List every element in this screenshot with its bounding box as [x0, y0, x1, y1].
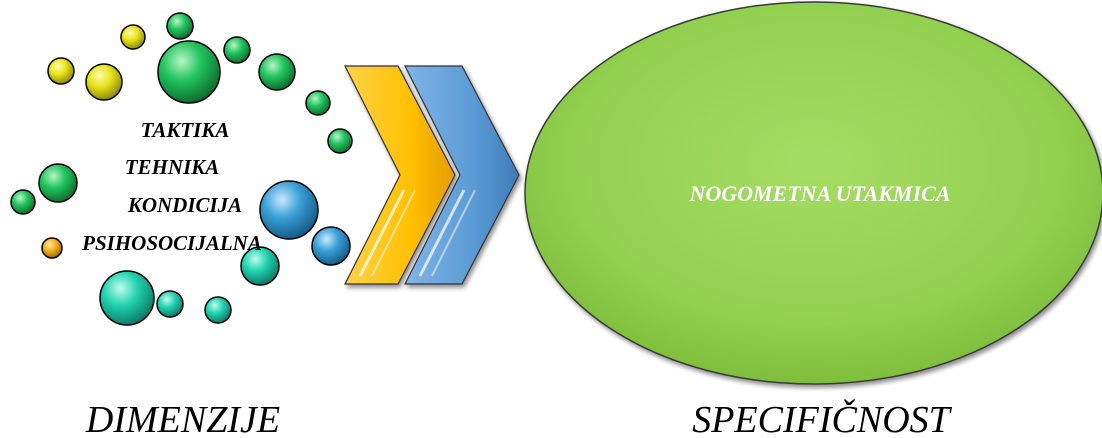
bubbles-group: [10, 12, 353, 326]
bubble: [223, 36, 251, 64]
bubble: [240, 246, 280, 286]
arrow-blue: [404, 65, 520, 285]
bubble: [120, 24, 146, 50]
bubble: [258, 53, 296, 91]
bubble: [305, 90, 331, 116]
bubble: [41, 237, 63, 259]
dimension-item-taktika: TAKTIKA: [140, 118, 230, 142]
specificity-caption: SPECIFIČNOST: [692, 399, 950, 438]
bubble: [327, 128, 353, 154]
bubble: [85, 63, 123, 101]
bubble: [166, 12, 194, 40]
bubble: [10, 189, 36, 215]
target-label: NOGOMETNA UTAKMICA: [689, 181, 951, 206]
dimension-item-kondicija: KONDICIJA: [127, 193, 243, 217]
dimension-item-tehnika: TEHNIKA: [124, 155, 220, 179]
bubble: [99, 270, 155, 326]
bubble: [156, 290, 184, 318]
dimension-item-psihosocijalna: PSIHOSOCIJALNA: [82, 231, 262, 255]
target-ellipse: [524, 1, 1102, 385]
dimensions-caption: DIMENZIJE: [85, 399, 281, 438]
arrow-orange: [344, 65, 456, 285]
bubble: [38, 163, 78, 203]
bubble: [204, 296, 232, 324]
bubble: [47, 57, 75, 85]
bubble: [311, 226, 351, 266]
bubble: [259, 180, 319, 240]
bubble: [157, 40, 221, 104]
